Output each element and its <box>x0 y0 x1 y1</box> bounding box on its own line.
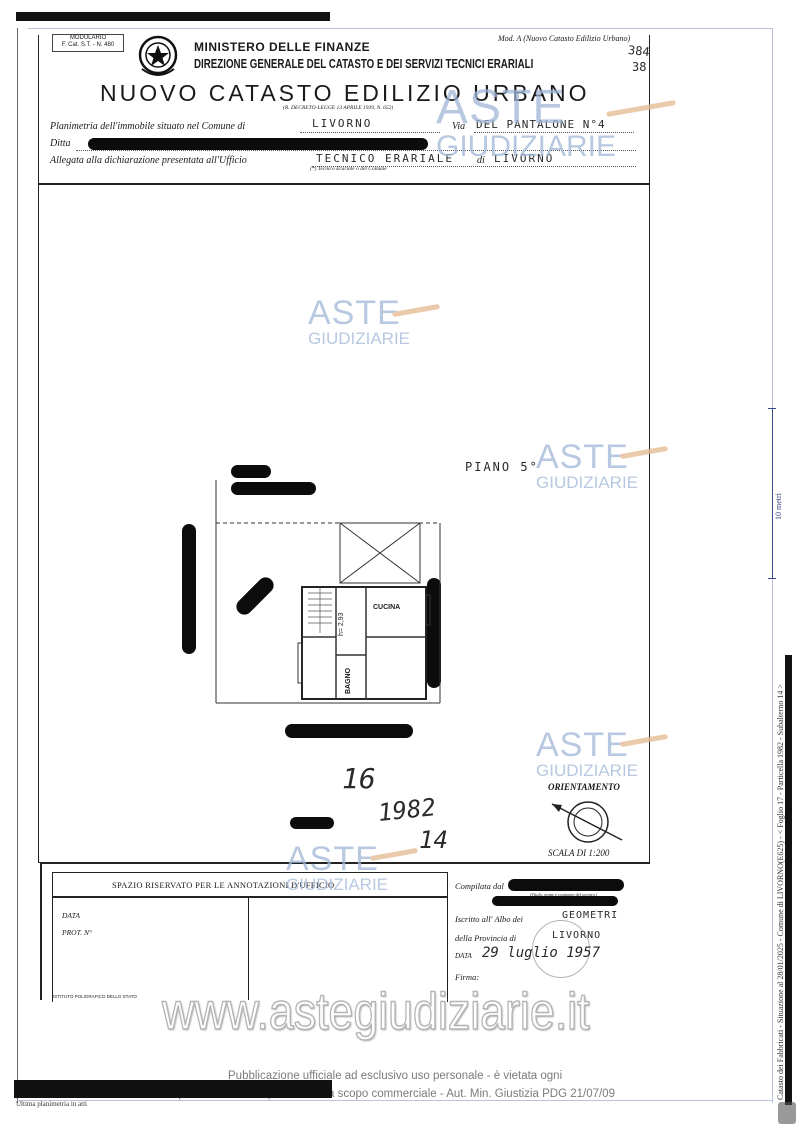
redacted-compiler <box>508 879 624 891</box>
modulario-box: MODULARIO F. Cat. S.T. - N. 480 <box>52 34 124 52</box>
watermark-3: ASTE GIUDIZIARIE <box>536 438 669 492</box>
redacted-compiler-2 <box>492 896 618 906</box>
handwritten-ref-1: 384 <box>627 42 651 60</box>
via-value: DEL PANTALONE N°4 <box>476 118 606 131</box>
office-box <box>40 863 650 1002</box>
plan-label: Planimetria dell'immobile situato nel Co… <box>50 121 246 132</box>
scale-bar <box>772 408 773 578</box>
allegata-line <box>312 166 636 167</box>
watermark-aste: ASTE <box>308 294 401 332</box>
watermark-giudiziarie: GIUDIZIARIE <box>286 875 389 894</box>
compilata-label: Compilata dal <box>455 881 504 891</box>
albo-value: GEOMETRI <box>562 910 619 921</box>
redacted-mark-1 <box>231 465 271 478</box>
side-info-text: Catasto dei Fabbricati - Situazione al 2… <box>776 684 785 1100</box>
office-header-line <box>52 896 448 898</box>
scale-bar-tick-bottom <box>768 578 776 579</box>
redacted-mark-2 <box>231 482 316 495</box>
compilata-sub: (Titolo, nome e cognome del tecnico) <box>530 892 597 897</box>
office-prot-label: PROT. N° <box>62 928 92 937</box>
bottom-left-label: Ultima planimetria in atti <box>16 1100 87 1108</box>
modulario-code: F. Cat. S.T. - N. 480 <box>61 42 115 48</box>
watermark-giudiziarie: GIUDIZIARIE <box>536 761 639 780</box>
watermark-aste: ASTE <box>286 840 379 878</box>
scale-label: SCALA DI 1:200 <box>548 848 610 858</box>
notice-line-1: Pubblicazione ufficiale ad esclusivo uso… <box>228 1070 563 1082</box>
state-emblem-icon <box>136 31 180 79</box>
di-value: LIVORNO <box>494 152 555 165</box>
watermark-1: ASTE GIUDIZIARIE <box>436 81 676 163</box>
outer-frame-bottom <box>17 1100 773 1101</box>
via-label: Via <box>452 121 466 132</box>
handwritten-16: 16 <box>342 762 376 795</box>
height-label: h= 2,93 <box>338 612 345 636</box>
watermark-giudiziarie: GIUDIZIARIE <box>536 473 639 492</box>
watermark-5: ASTE GIUDIZIARIE <box>286 840 419 894</box>
outer-frame-left <box>17 28 18 1103</box>
outer-frame-top <box>28 28 772 29</box>
cucina-label: CUCINA <box>373 604 401 611</box>
ditta-line <box>76 150 636 151</box>
date-value: 29 luglio 1957 <box>482 945 601 961</box>
office-left-box <box>52 872 448 1002</box>
corner-stamp-icon <box>778 1102 796 1124</box>
footnote: (*) Tecnico Erariale o del Comune <box>310 166 387 172</box>
bagno-label: BAGNO <box>345 667 352 694</box>
via-line <box>474 132 634 133</box>
right-black-bar <box>785 655 792 1105</box>
scale-bar-label: 10 metri <box>774 493 783 520</box>
comune-line <box>300 132 440 133</box>
top-black-bar <box>16 12 330 21</box>
direction-label: DIREZIONE GENERALE DEL CATASTO E DEI SER… <box>194 57 534 71</box>
compass-icon <box>548 796 624 846</box>
ditta-label: Ditta <box>50 138 71 149</box>
watermark-aste: ASTE <box>436 81 566 134</box>
watermark-aste: ASTE <box>536 726 629 764</box>
redacted-owner <box>88 138 428 150</box>
watermark-2: ASTE GIUDIZIARIE <box>308 294 441 348</box>
reserved-label: SPAZIO RISERVATO PER LE ANNOTAZIONI D'UF… <box>112 880 335 890</box>
handwritten-ref-2: 38 <box>632 60 647 74</box>
provincia-label: della Provincia di <box>455 933 517 943</box>
office-divider <box>248 896 249 1000</box>
ufficio-value: TECNICO ERARIALE <box>316 152 454 165</box>
watermark-giudiziarie: GIUDIZIARIE <box>308 329 411 348</box>
office-data-label: DATA <box>62 911 80 920</box>
decree-label: (R. DECRETO-LEGGE 13 APRILE 1939, N. 652… <box>283 105 394 111</box>
ministry-label: MINISTERO DELLE FINANZE <box>194 40 371 54</box>
watermark-4: ASTE GIUDIZIARIE <box>536 726 669 780</box>
office-left-rule <box>40 863 42 1000</box>
comune-value: LIVORNO <box>312 117 373 130</box>
piano-label: PIANO 5° <box>465 460 539 474</box>
bottom-black-bar <box>14 1080 332 1098</box>
page-title: NUOVO CATASTO EDILIZIO URBANO <box>100 80 590 106</box>
site-watermark: www.astegiudiziarie.it <box>161 982 590 1042</box>
redacted-mark-bottom <box>285 724 413 738</box>
floor-plan <box>215 480 441 704</box>
orientation-label: ORIENTAMENTO <box>548 782 620 792</box>
handwritten-14: 14 <box>419 826 448 854</box>
allegata-label: Allegata alla dichiarazione presentata a… <box>50 155 247 166</box>
di-label: di <box>477 155 485 166</box>
stamp-circle <box>532 920 590 978</box>
redacted-mark-left <box>182 524 196 654</box>
header-separator <box>38 183 650 185</box>
iscritto-label: Iscritto all' Albo dei <box>455 914 524 924</box>
watermark-giudiziarie: GIUDIZIARIE <box>436 130 617 163</box>
mod-label: Mod. A (Nuovo Catasto Edilizio Urbano) <box>498 34 631 43</box>
data-label-2: DATA <box>455 952 472 960</box>
redacted-mark-small <box>290 817 334 829</box>
modulario-label: MODULARIO <box>69 35 107 41</box>
printer-label: ISTITUTO POLIGRAFICO DELLO STATO <box>53 994 137 999</box>
scale-bar-tick-top <box>768 408 776 409</box>
watermark-aste: ASTE <box>536 438 629 476</box>
firma-label: Firma: <box>455 972 480 982</box>
